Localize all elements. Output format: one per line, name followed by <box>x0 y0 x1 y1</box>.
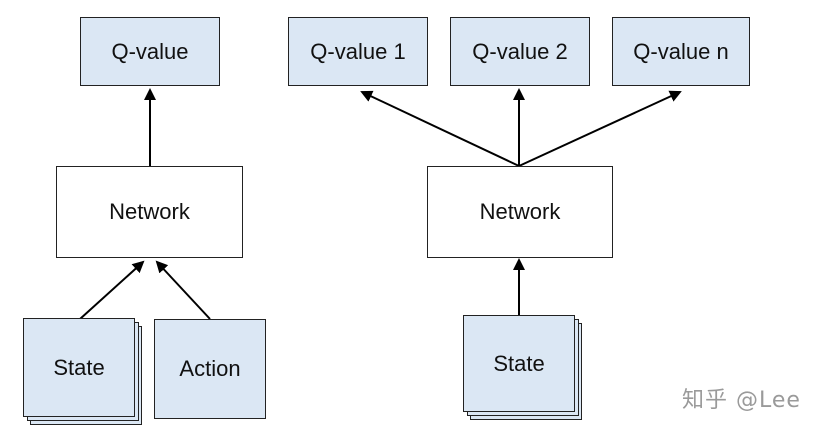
state-label: State <box>493 350 545 376</box>
state-label: State <box>53 354 105 380</box>
qvalue-1-box: Q-value 1 <box>288 17 428 86</box>
qvalue-2-box: Q-value 2 <box>450 17 590 86</box>
qvalue-box: Q-value <box>80 17 220 86</box>
arrow-state-to-network <box>79 260 145 320</box>
qvalue-2-label: Q-value 2 <box>472 38 568 64</box>
watermark: 知乎 @Lee <box>682 388 801 413</box>
qvalue-label: Q-value <box>111 38 189 64</box>
network-box-right: Network <box>427 166 613 258</box>
network-label: Network <box>479 199 561 224</box>
state-box-left: State <box>23 318 135 417</box>
action-box: Action <box>154 319 266 419</box>
arrow-network-to-qvalue-1 <box>360 90 520 167</box>
state-box-right: State <box>463 315 575 412</box>
network-label: Network <box>109 199 190 224</box>
qvalue-n-label: Q-value n <box>633 38 729 64</box>
qvalue-1-label: Q-value 1 <box>310 38 406 64</box>
network-box-left: Network <box>56 166 243 258</box>
arrow-network-to-qvalue-n <box>518 90 682 167</box>
action-label: Action <box>179 356 241 381</box>
qvalue-n-box: Q-value n <box>612 17 750 86</box>
arrow-action-to-network <box>155 260 211 320</box>
